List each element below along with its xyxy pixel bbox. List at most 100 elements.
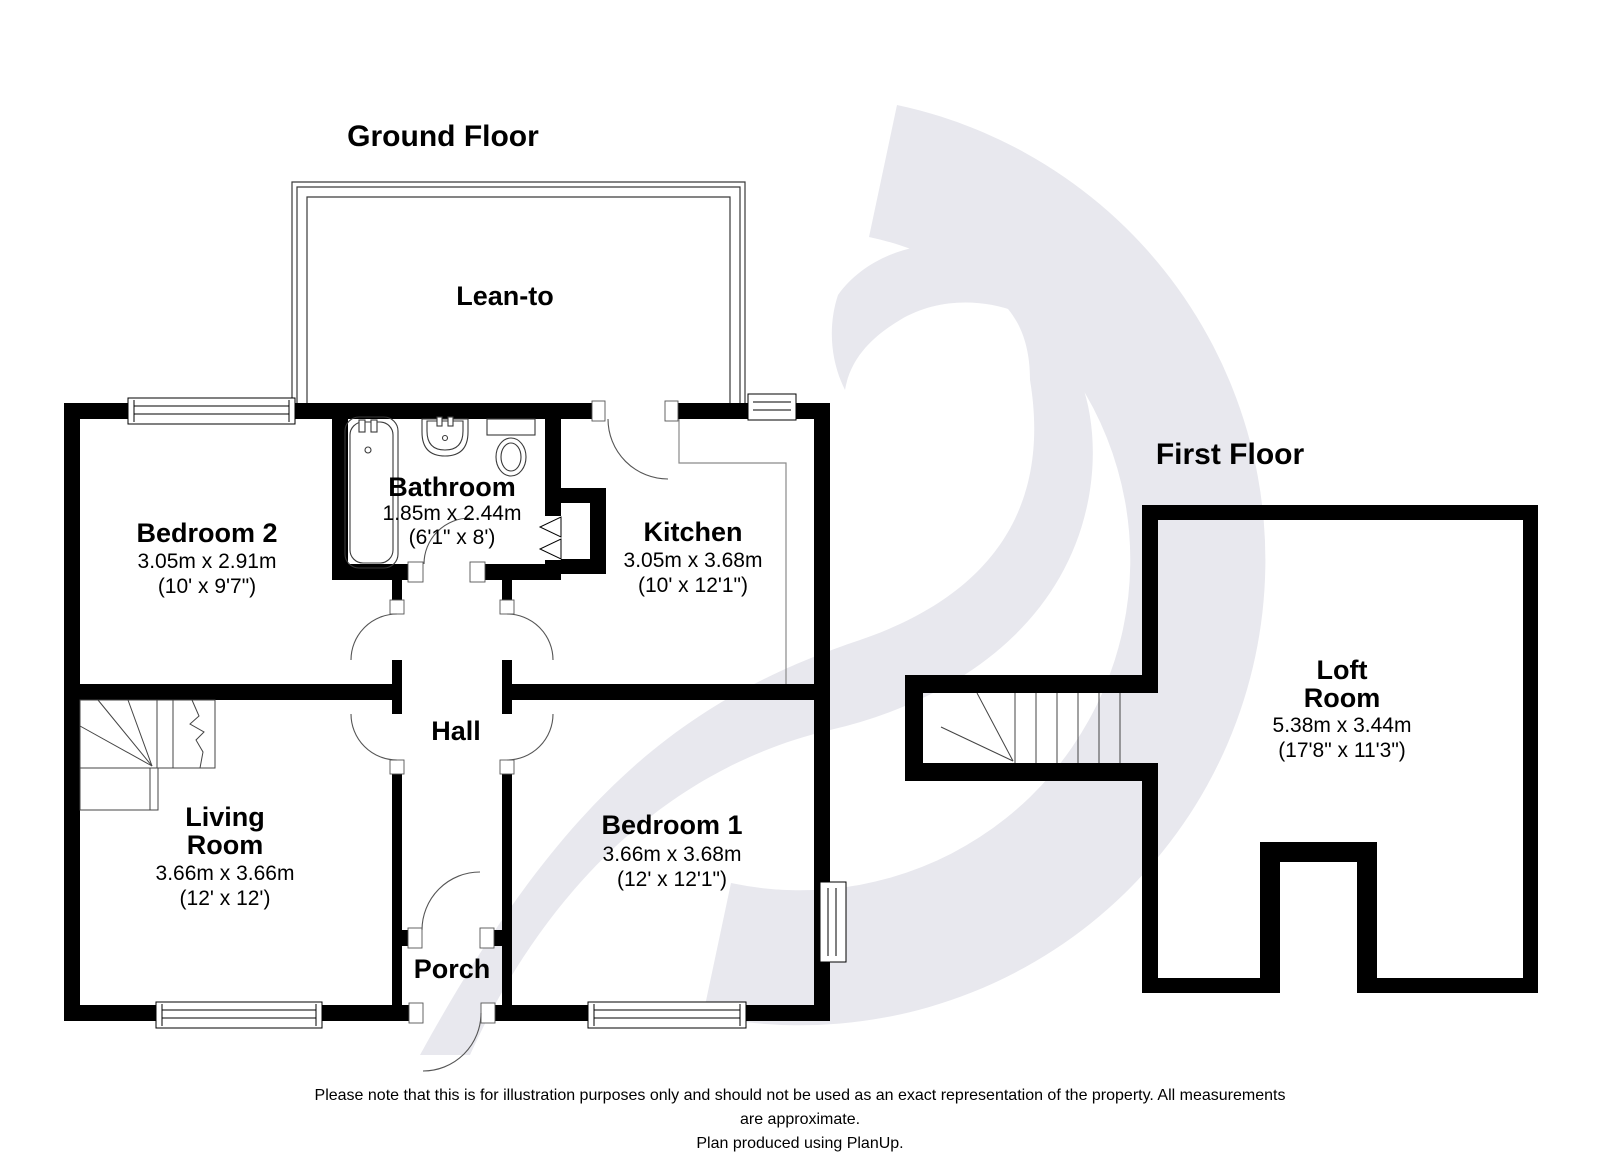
gf-wall-cupboard-right (590, 488, 606, 574)
ff-staircase (940, 692, 1121, 763)
ff-wall-west-lower (1142, 763, 1158, 993)
first-floor-title: First Floor (1156, 438, 1305, 471)
gf-wall-bathroom-right-upper (545, 419, 561, 516)
ff-stairwing-bottom (905, 763, 1158, 781)
kitchen-window (747, 393, 797, 421)
bedroom1-window (587, 1001, 747, 1029)
door-jamb (480, 1002, 496, 1024)
bedroom2-door-arc (350, 613, 398, 661)
gf-door-arcs (350, 418, 669, 1072)
lean-to-label: Lean-to (456, 281, 554, 311)
bedroom2-window (127, 397, 296, 425)
bifold-leaf (538, 516, 562, 538)
kitchen-dim-imperial: (10' x 12'1") (638, 574, 748, 597)
gf-wall-right (814, 403, 830, 1021)
stair-bottom-step (79, 767, 159, 811)
loft-room-dim-imperial: (17'8" x 11'3") (1278, 739, 1406, 762)
gf-wall-porch-top-right (494, 930, 512, 946)
door-jamb (389, 759, 405, 775)
front-door-arc (422, 1012, 482, 1072)
ff-notch-right (1357, 842, 1377, 993)
bedroom1-label: Bedroom 1 (601, 810, 742, 840)
living-room-dim-imperial: (12' x 12') (180, 887, 271, 910)
door-jamb (499, 599, 515, 615)
bedroom1-side-window (819, 881, 847, 963)
bathtub-drain (364, 446, 372, 454)
kitchen-label: Kitchen (643, 517, 742, 547)
disclaimer-line1: Please note that this is for illustratio… (315, 1087, 1286, 1104)
bedroom2-dim-metric: 3.05m x 2.91m (138, 550, 277, 573)
loft-room-label-line1: Loft (1317, 655, 1368, 685)
door-jamb (407, 561, 424, 583)
loft-room-dim-metric: 5.38m x 3.44m (1273, 714, 1412, 737)
watermark-logo (420, 105, 1266, 1055)
bathroom-dim-metric: 1.85m x 2.44m (383, 502, 522, 525)
kitchen-hall-door-arc (506, 613, 554, 661)
gf-wall-bathroom-right-lower (545, 560, 561, 580)
living-room-door-arc (350, 713, 398, 761)
bedroom1-dim-imperial: (12' x 12'1") (617, 868, 727, 891)
ff-wall-right (1523, 505, 1538, 993)
living-room-label-line1: Living (185, 802, 265, 832)
watermark-body-swoosh (420, 280, 1093, 1055)
gf-door-jambs (389, 400, 679, 1024)
door-jamb (499, 759, 515, 775)
door-jamb (591, 400, 606, 422)
bedroom1-door-arc (506, 713, 554, 761)
ff-stairwing-left (905, 675, 923, 781)
stair-winder (79, 725, 153, 767)
door-jamb (469, 561, 486, 583)
lean-to-wall-inner (306, 196, 731, 405)
gf-wall-hall-left-c (392, 774, 402, 1005)
stair-break-line (189, 699, 205, 769)
porch-label: Porch (414, 954, 491, 984)
bathroom-door-arc (423, 517, 471, 565)
watermark-hook (831, 244, 1062, 390)
gf-wall-bathroom-bottom-b (485, 564, 561, 580)
basin (421, 416, 469, 457)
gf-wall-hall-right-c (502, 774, 512, 1005)
bathtub-tap (358, 419, 366, 433)
lean-to-wall-outer (291, 181, 746, 405)
living-room-dim-metric: 3.66m x 3.66m (156, 862, 295, 885)
door-jamb (408, 1002, 424, 1024)
gf-wall-hall-left-a (392, 580, 402, 600)
gf-wall-porch-top-left (392, 930, 408, 946)
ff-wall-west-upper (1142, 505, 1158, 693)
bedroom2-label: Bedroom 2 (136, 518, 277, 548)
disclaimer-line3: Plan produced using PlanUp. (696, 1135, 903, 1152)
cupboard-bifold-doors (538, 516, 562, 560)
door-jamb (389, 599, 405, 615)
door-jamb (407, 927, 423, 949)
gf-wall-cupboard-bottom (561, 559, 606, 574)
gf-wall-bathroom-bottom-a (332, 564, 408, 580)
bathroom-fixtures (344, 416, 536, 569)
gf-wall-divider-west (80, 684, 392, 700)
basin-tap (447, 416, 454, 427)
door-jamb (664, 400, 679, 422)
stair-winder (940, 726, 1014, 762)
ff-walls (905, 505, 1538, 993)
disclaimer-line2: are approximate. (740, 1111, 860, 1128)
living-room-label-line2: Room (187, 830, 264, 860)
gf-wall-hall-left-b (392, 660, 402, 714)
watermark-outer-band (703, 105, 1266, 1026)
ff-wall-bottom-left (1142, 978, 1260, 993)
ground-floor-title: Ground Floor (347, 120, 539, 153)
kitchen-counter-line (678, 419, 787, 684)
bathtub (344, 416, 399, 569)
bathroom-dim-imperial: (6'1" x 8') (409, 526, 496, 549)
loft-room-label-line2: Room (1304, 683, 1381, 713)
gf-wall-divider-east (512, 684, 814, 700)
bathtub-tap (370, 419, 378, 433)
toilet-cistern (486, 418, 536, 436)
stair-winder (976, 692, 1014, 762)
ff-notch-left (1260, 842, 1280, 993)
toilet (486, 418, 536, 477)
basin-drain (441, 434, 449, 442)
gf-staircase (79, 699, 216, 811)
door-jamb (479, 927, 495, 949)
bifold-leaf (538, 538, 562, 560)
